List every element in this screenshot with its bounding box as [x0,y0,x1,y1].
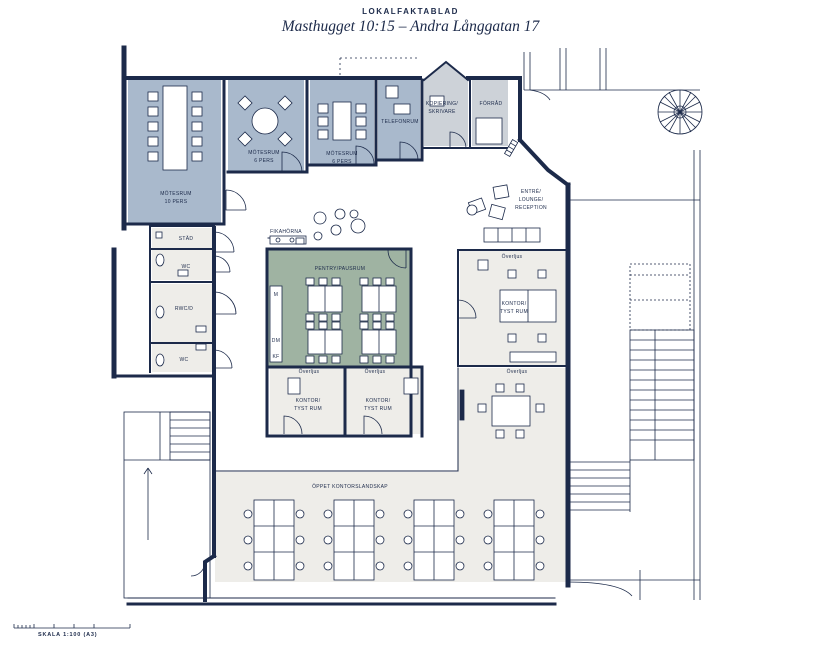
label-pentry: PENTRY/PAUSRUM [315,266,365,272]
meeting-table-6a [251,107,279,135]
label-kontor-left-a: KONTOR/ [296,398,321,404]
label-kontor-right-a: KONTOR/ [502,301,527,307]
meeting-table-6b [332,101,352,141]
kontor-left-fill [270,368,344,434]
label-kontor-left-b: TYST RUM [294,406,322,412]
walls [111,45,571,606]
label-motesrum-6b-b: 6 PERS [332,159,352,165]
pentry-wall [265,247,413,438]
page-title: Masthugget 10:15 – Andra Långgatan 17 [281,18,540,35]
label-kopiering-a: KOPIERING/ [426,101,458,107]
wall-bottom-left [203,553,217,602]
label-kontor-mid-b: TYST RUM [364,406,392,412]
label-entre-a: ENTRÉ/ [521,188,541,195]
label-forrad: FÖRRÅD [480,100,503,107]
header-kicker: LOKALFAKTABLAD [362,7,459,16]
label-rwc: RWC/D [175,306,193,312]
label-kontor-mid-a: KONTOR/ [366,398,391,404]
room-fills [128,62,568,582]
label-motesrum-10-b: 10 PERS [165,199,188,205]
kopiering-fill [424,62,468,146]
label-telefonrum: TELEFONRUM [381,119,418,125]
labels: MÖTESRUM 10 PERS MÖTESRUM 6 PERS MÖTESRU… [160,100,547,490]
overljus-2: Överljus [507,368,528,375]
context-lines [123,48,703,600]
label-fikahorna: FIKAHÖRNA [270,228,302,235]
label-motesrum-6b-a: MÖTESRUM [326,150,358,157]
scale-bar [13,624,131,629]
label-entre-b: LOUNGE/ [519,197,544,203]
stad-fill [152,228,212,248]
label-motesrum-6a-a: MÖTESRUM [248,149,280,156]
wall-right-diag [517,137,571,188]
label-motesrum-10-a: MÖTESRUM [160,190,192,197]
label-wc2: WC [180,357,189,363]
label-entre-c: RECEPTION [515,205,547,211]
label-oppet: ÖPPET KONTORSLANDSKAP [312,483,388,490]
scale-label: SKALA 1:100 (A3) [38,632,98,638]
label-kontor-right-b: TYST RUM [500,309,528,315]
telefonrum-fill [378,80,420,160]
doors [190,131,477,577]
label-wc1: WC [182,264,191,270]
overljus-3: Överljus [299,368,320,375]
wall-kopiering [422,60,470,82]
label-kopiering-b: SKRIVARE [428,109,456,115]
overljus-1: Överljus [502,253,523,260]
appliance-m: M [274,292,278,298]
furniture [147,85,557,581]
overljus-4: Överljus [365,368,386,375]
label-motesrum-6a-b: 6 PERS [254,158,274,164]
appliance-dm: DM [272,338,280,344]
oppet-fill [215,368,568,582]
meeting-table-10 [162,85,188,171]
appliance-kf: KF [273,354,280,360]
label-stad: STÄD [179,235,194,242]
